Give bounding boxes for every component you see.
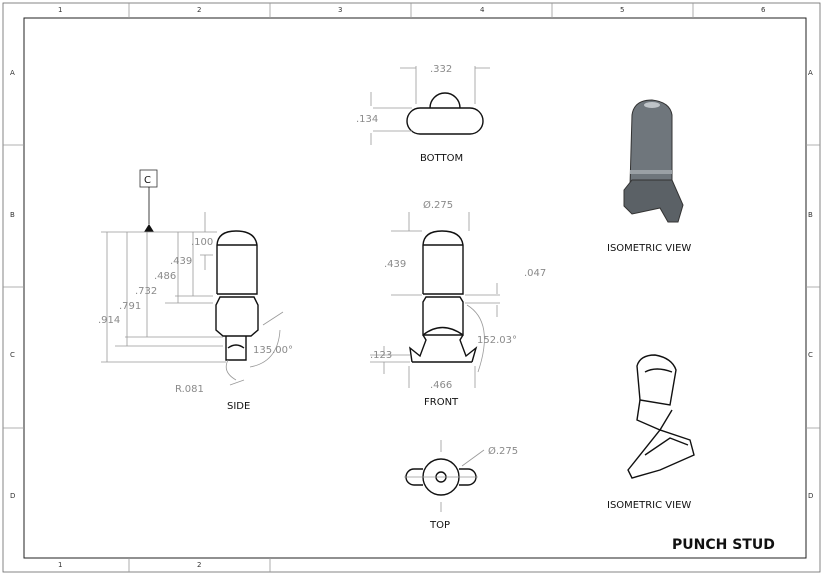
dim-angle: 152.03° — [477, 335, 517, 346]
dim-radius: R.081 — [175, 384, 204, 395]
dim-466: .466 — [430, 380, 452, 391]
zone-label: D — [808, 492, 813, 500]
dim-791: .791 — [119, 301, 141, 312]
view-label-bottom: BOTTOM — [420, 153, 463, 164]
datum-label: C — [144, 175, 151, 186]
dim-914: .914 — [98, 315, 120, 326]
dim-732: .732 — [135, 286, 157, 297]
dim-diameter: Ø.275 — [423, 199, 453, 211]
bottom-view: .332 .134 BOTTOM — [356, 64, 490, 164]
zone-label: 4 — [480, 6, 485, 14]
isometric-view-2: ISOMETRIC VIEW — [607, 354, 695, 511]
dim-123: .123 — [370, 350, 392, 361]
isometric-view-1: ISOMETRIC VIEW — [607, 99, 691, 254]
zone-label: D — [10, 492, 15, 500]
view-label-side: SIDE — [227, 401, 250, 412]
zone-label: 2 — [197, 6, 201, 14]
zone-label: 1 — [58, 561, 62, 569]
zone-dividers — [3, 3, 820, 572]
zone-label: B — [10, 211, 15, 219]
side-view: C .100 .439 .486 .732 .791 .914 135.00° … — [98, 169, 293, 412]
view-label-front: FRONT — [424, 397, 459, 408]
dim-diameter: Ø.275 — [488, 445, 518, 457]
view-label-iso2: ISOMETRIC VIEW — [607, 500, 691, 511]
zone-label: 5 — [620, 6, 624, 14]
view-label-iso1: ISOMETRIC VIEW — [607, 243, 691, 254]
dim-439: .439 — [170, 256, 192, 267]
zone-label: C — [808, 351, 813, 359]
zone-label: B — [808, 211, 813, 219]
zone-label: 1 — [58, 6, 62, 14]
top-view: Ø.275 TOP — [404, 440, 518, 531]
zone-label: A — [10, 69, 15, 77]
view-label-top: TOP — [429, 520, 450, 531]
zone-label: 2 — [197, 561, 201, 569]
inner-frame — [23, 17, 807, 559]
dim-height: .134 — [356, 114, 378, 125]
zone-label: C — [10, 351, 15, 359]
zone-label: A — [808, 69, 813, 77]
dim-486: .486 — [154, 271, 176, 282]
drawing-title: PUNCH STUD — [672, 537, 775, 553]
zone-label: 3 — [338, 6, 342, 14]
dim-width: .332 — [430, 64, 452, 75]
zone-label: 6 — [761, 6, 766, 14]
dim-100: .100 — [191, 237, 213, 248]
dim-angle: 135.00° — [253, 345, 293, 356]
front-view: Ø.275 .439 .047 152.03° .123 .466 FRONT — [370, 199, 546, 408]
dim-047: .047 — [524, 268, 546, 279]
dim-439: .439 — [384, 259, 406, 270]
